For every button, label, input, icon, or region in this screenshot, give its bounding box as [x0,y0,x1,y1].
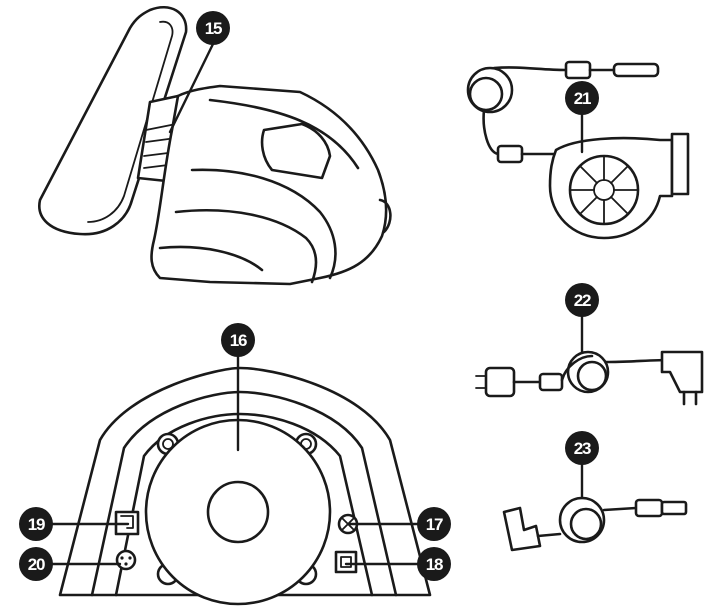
callout-19: 19 [19,507,53,541]
callout-21: 21 [565,81,599,115]
fan-cable-inline [498,146,522,162]
fan-cable-plug [566,62,590,78]
fan-unit [550,134,688,238]
usb-cable-plug [662,502,686,514]
wheel-base-side-view [39,7,390,284]
callout-16: 16 [221,323,255,357]
power-cable-sleeve [540,374,562,390]
callout-22-label: 22 [574,291,591,310]
callout-21-label: 21 [574,89,591,108]
usb-cable-angled-plug [504,508,540,550]
callout-17: 17 [417,507,451,541]
callout-18-label: 18 [426,555,443,574]
fan-outlet [672,134,688,194]
callout-18: 18 [417,547,451,581]
callout-16-label: 16 [230,331,247,350]
usb-cable-sleeve [636,500,662,516]
callout-23-label: 23 [574,439,591,458]
callout-22: 22 [565,283,599,317]
port-18 [336,552,356,572]
fan-cable-connector [614,64,658,76]
base-body [152,86,387,284]
port-20 [117,551,135,569]
callout-20: 20 [19,547,53,581]
callout-17-label: 17 [426,515,443,534]
wheel-base-rear-view [60,368,430,604]
power-plug-iec [486,368,514,396]
usb-cable [504,498,686,550]
callout-15: 15 [196,11,230,45]
callout-19-label: 19 [28,515,45,534]
callout-23: 23 [565,431,599,465]
power-cable [476,352,702,404]
motor-shaft [208,482,268,542]
callout-20-label: 20 [28,555,45,574]
callout-15-label: 15 [205,19,222,38]
power-plug-wall [662,352,702,392]
